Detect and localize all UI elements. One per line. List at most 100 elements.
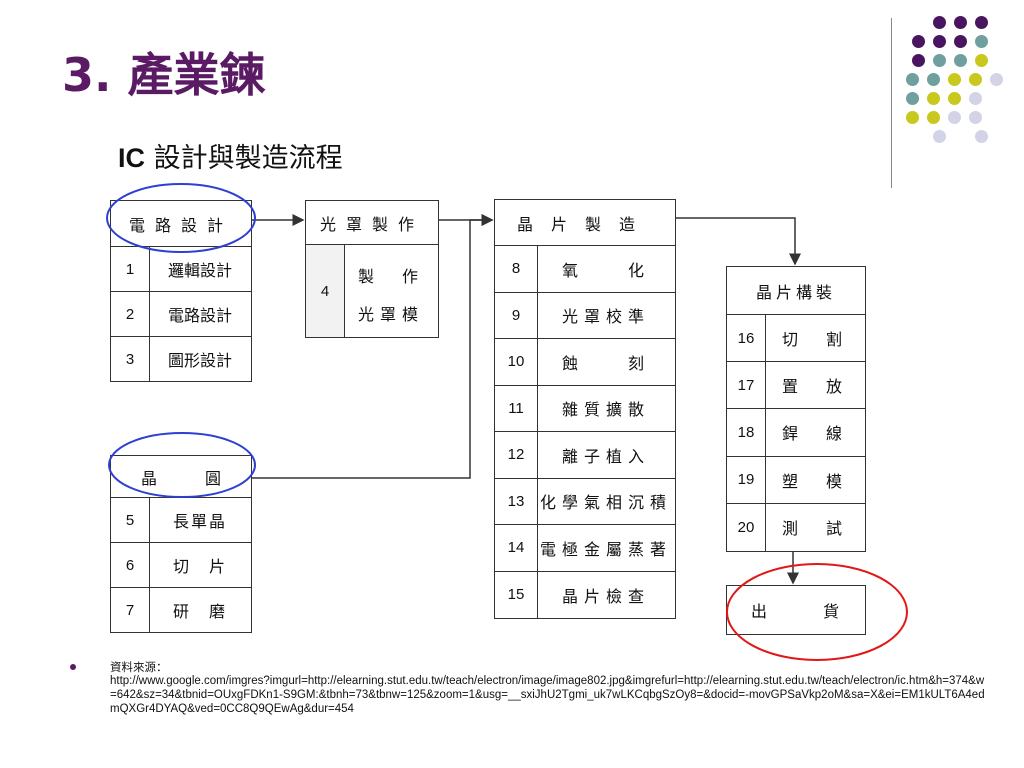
slide-title: 3. 產業鍊 <box>62 48 266 102</box>
wafer-box: 晶 圓 5 長單晶 6 切 片 7 研 磨 <box>110 455 252 633</box>
step-label: 邏輯設計 <box>167 261 232 280</box>
decorative-dot <box>933 54 946 67</box>
decorative-dot <box>975 54 988 67</box>
decorative-dot <box>975 35 988 48</box>
list-item: 1 邏輯設計 <box>111 247 251 292</box>
step-label: 塑 模 <box>781 471 848 491</box>
step-number: 12 <box>495 432 538 478</box>
list-item: 15 晶片檢查 <box>495 571 675 618</box>
decorative-dot <box>990 73 1003 86</box>
decorative-dot <box>948 73 961 86</box>
decorative-dot <box>906 92 919 105</box>
step-number: 8 <box>495 246 538 292</box>
step-label: 化學氣相沉積 <box>539 493 672 513</box>
list-item: 6 切 片 <box>111 543 251 588</box>
list-item: 19 塑 模 <box>727 456 865 504</box>
step-number: 17 <box>727 362 766 409</box>
source-citation: 資料來源： http://www.google.com/imgres?imgur… <box>110 660 990 716</box>
highlight-circle-ship <box>726 563 908 661</box>
slide-subtitle: IC 設計與製造流程 <box>118 136 343 175</box>
step-number: 19 <box>727 456 766 503</box>
step-label: 氧 化 <box>561 260 650 280</box>
mask-step-line2: 光罩模 <box>357 305 424 324</box>
highlight-circle-circuit <box>106 183 256 253</box>
decorative-dot <box>906 73 919 86</box>
shipping-box: 出 貨 <box>726 585 866 635</box>
decorative-divider <box>891 18 892 188</box>
decorative-dot <box>948 92 961 105</box>
step-number: 10 <box>495 339 538 385</box>
step-label: 電極金屬蒸著 <box>539 539 672 559</box>
step-number: 7 <box>111 588 150 632</box>
decorative-dot <box>969 73 982 86</box>
subtitle-zh: 設計與製造流程 <box>145 143 343 174</box>
step-number: 20 <box>727 503 766 551</box>
decorative-dot <box>969 111 982 124</box>
subtitle-ic: IC <box>118 143 145 173</box>
decorative-dot <box>975 16 988 29</box>
step-number: 3 <box>111 337 150 381</box>
step-number: 13 <box>495 478 538 524</box>
step-number: 5 <box>111 498 150 542</box>
step-number: 18 <box>727 409 766 456</box>
citation-url[interactable]: http://www.google.com/imgres?imgurl=http… <box>110 675 985 715</box>
circuit-design-box: 電路設計 1 邏輯設計 2 電路設計 3 圖形設計 <box>110 200 252 382</box>
decorative-dot <box>927 73 940 86</box>
decorative-dot <box>933 130 946 143</box>
step-number: 15 <box>495 571 538 618</box>
arrow-fab-to-package <box>676 217 801 266</box>
decorative-dot <box>948 111 961 124</box>
step-number: 14 <box>495 525 538 571</box>
step-label: 研 磨 <box>172 602 227 621</box>
step-label: 光罩校準 <box>561 307 650 327</box>
step-number: 9 <box>495 292 538 338</box>
decorative-dot <box>969 92 982 105</box>
wafer-fab-header: 晶片製造 <box>495 200 675 246</box>
bullet-icon <box>70 664 76 670</box>
shipping-label: 出 貨 <box>750 602 841 621</box>
decorative-dot <box>954 35 967 48</box>
list-item: 5 長單晶 <box>111 498 251 543</box>
step-label: 銲 線 <box>781 424 848 444</box>
list-item: 9 光罩校準 <box>495 292 675 339</box>
decorative-dot <box>912 54 925 67</box>
mask-step-line1: 製 作 <box>357 267 424 286</box>
list-item: 18 銲 線 <box>727 409 865 457</box>
step-label: 電路設計 <box>167 306 232 325</box>
step-number: 6 <box>111 543 150 587</box>
decorative-dot <box>975 130 988 143</box>
step-label: 置 放 <box>781 377 848 397</box>
highlight-circle-wafer <box>108 432 256 498</box>
step-label: 圖形設計 <box>167 351 232 370</box>
decorative-dot <box>933 16 946 29</box>
decorative-dot <box>927 92 940 105</box>
step-label: 晶片檢查 <box>561 586 650 606</box>
decorative-dot <box>933 35 946 48</box>
list-item: 2 電路設計 <box>111 292 251 337</box>
decorative-dot <box>912 35 925 48</box>
decorative-dot <box>906 111 919 124</box>
step-label: 切 片 <box>172 557 227 576</box>
list-item: 8 氧 化 <box>495 246 675 293</box>
step-label: 切 割 <box>781 330 848 350</box>
list-item: 3 圖形設計 <box>111 337 251 381</box>
step-number: 4 <box>306 245 345 337</box>
list-item: 17 置 放 <box>727 362 865 410</box>
mask-making-header: 光罩製作 <box>306 201 438 245</box>
decorative-dot <box>954 54 967 67</box>
step-label: 測 試 <box>781 519 848 539</box>
list-item: 7 研 磨 <box>111 588 251 632</box>
list-item: 20 測 試 <box>727 503 865 551</box>
decorative-dot <box>927 111 940 124</box>
step-number: 2 <box>111 292 150 336</box>
decorative-dot <box>954 16 967 29</box>
